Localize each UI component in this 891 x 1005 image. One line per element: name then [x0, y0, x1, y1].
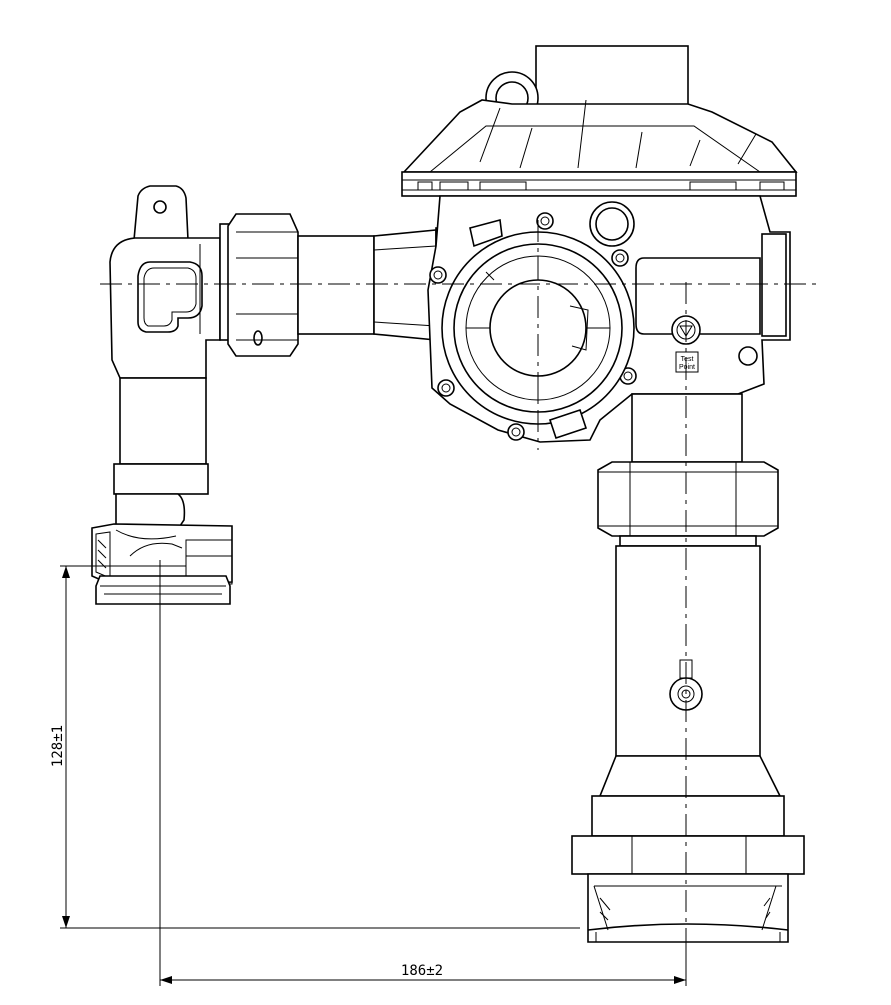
left-elbow-assembly — [91, 185, 233, 605]
dimension-horizontal-label: 186±2 — [401, 963, 443, 979]
dimension-horizontal: 186±2 — [159, 560, 687, 986]
test-point-label-line1: Test — [681, 356, 694, 363]
centerlines — [100, 220, 820, 946]
vertical-outlet-assembly — [571, 393, 805, 943]
dimension-vertical: 128±1 — [50, 565, 580, 929]
regulator-body: Test Point — [401, 45, 798, 443]
test-point-label-line2: Point — [679, 364, 695, 371]
horizontal-connector — [219, 213, 455, 357]
dimension-vertical-label: 128±1 — [50, 725, 66, 767]
